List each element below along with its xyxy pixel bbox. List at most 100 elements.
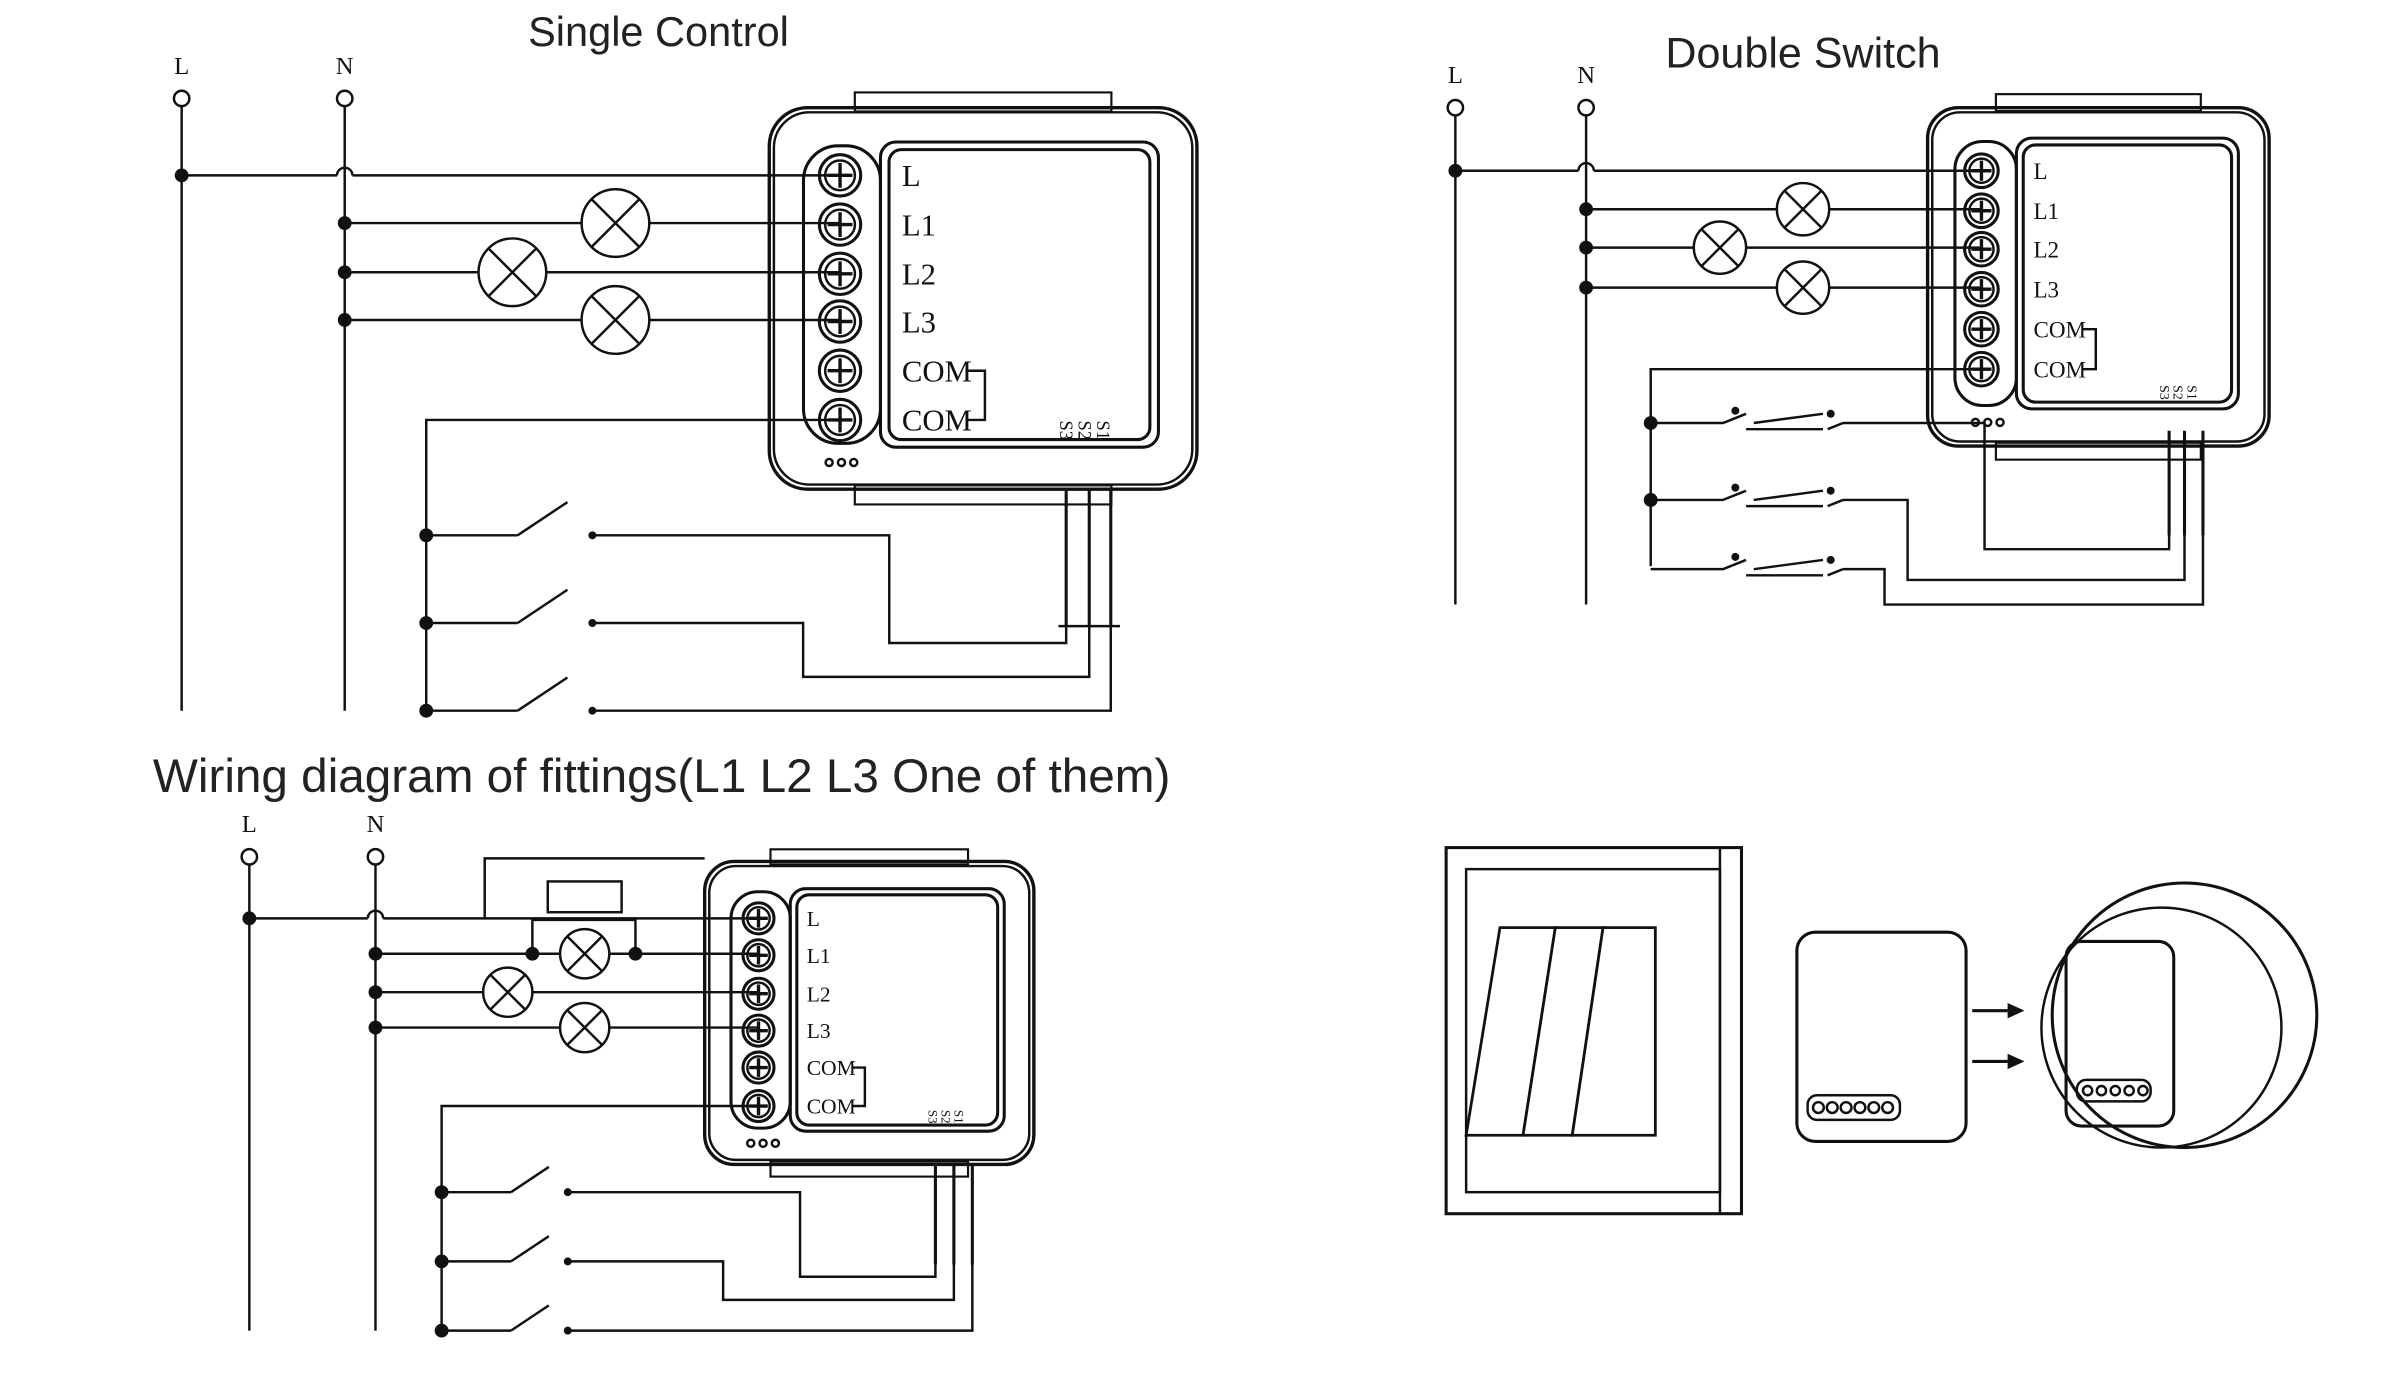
screw-terminal-icon xyxy=(1825,1100,1839,1115)
screw-terminal-icon xyxy=(2095,1084,2108,1097)
module-housing xyxy=(702,859,1036,1167)
screw-terminal-icon xyxy=(2081,1084,2094,1097)
com-bridge xyxy=(2081,327,2098,371)
terminal-label-com: COM xyxy=(807,1095,856,1119)
live-terminal xyxy=(240,847,259,866)
face-panel xyxy=(2014,136,2240,411)
screw-terminal-icon xyxy=(1968,157,1995,185)
installed-module-icon xyxy=(2064,939,2176,1128)
switch-input-label-s2: S2 xyxy=(2171,385,2186,400)
two-way-switch xyxy=(1753,412,1824,425)
switch-blade xyxy=(510,1304,550,1332)
terminal-label-l1: L1 xyxy=(807,944,831,968)
terminal-label-com: COM xyxy=(2033,316,2086,342)
terminal-label-l: L xyxy=(2033,158,2047,184)
wire xyxy=(1843,446,2186,582)
live-terminal xyxy=(1446,98,1465,117)
screw-terminal-icon xyxy=(2109,1084,2122,1097)
switch-input-label-s1: S1 xyxy=(951,1110,966,1124)
lamp-cross xyxy=(566,935,603,972)
indicator-dot xyxy=(770,1138,781,1149)
terminal-label-com: COM xyxy=(902,404,972,438)
screw-terminal-icon xyxy=(823,257,857,290)
module-housing-inner xyxy=(1930,111,2266,443)
terminal-label-l2: L2 xyxy=(2033,236,2059,262)
lamp-cross xyxy=(487,247,537,297)
arrow-head-icon xyxy=(2007,1002,2025,1019)
indicator-dot xyxy=(1995,417,2005,428)
smart-switch-module xyxy=(767,91,1199,506)
switch-input-label-s3: S3 xyxy=(2157,385,2172,400)
screw-terminal-icon xyxy=(741,1050,776,1085)
screw-terminal-icon xyxy=(1963,152,2000,190)
screw-terminal-icon xyxy=(1968,235,1995,263)
wire-crossover xyxy=(335,166,354,176)
terminal-label-l3: L3 xyxy=(807,1019,831,1043)
smart-switch-module xyxy=(702,848,1036,1178)
screw-terminal-icon xyxy=(746,1055,771,1080)
screw-terminal-icon xyxy=(2137,1084,2149,1097)
wire xyxy=(592,534,1068,645)
indicator-dot xyxy=(758,1138,768,1149)
switch-input-label-s2: S2 xyxy=(938,1110,953,1124)
live-label: L xyxy=(242,811,257,838)
terminal-label-com: COM xyxy=(807,1056,856,1080)
two-way-switch xyxy=(1827,498,1844,508)
switch-input-label-s3: S3 xyxy=(1056,421,1076,440)
screw-terminal-icon xyxy=(741,1088,776,1124)
screw-terminal-icon xyxy=(746,981,771,1007)
indicator-dot xyxy=(1970,417,1981,428)
face-panel xyxy=(878,140,1160,449)
relay-module-icon xyxy=(1795,930,1968,1143)
neutral-terminal xyxy=(335,89,354,108)
screw-terminal-icon xyxy=(823,403,857,437)
screw-terminal-icon xyxy=(1867,1100,1881,1115)
switch-contact xyxy=(1826,486,1835,495)
relay-terminal-strip xyxy=(2075,1078,2152,1103)
screw-terminal-icon xyxy=(1968,355,1995,383)
switch-input-label-s2: S2 xyxy=(1075,421,1095,440)
screw-terminal-icon xyxy=(823,305,857,338)
screw-terminal-icon xyxy=(741,1013,776,1048)
switch-contact xyxy=(1731,483,1740,492)
title-double-switch: Double Switch xyxy=(1665,30,1940,78)
lamp-cross xyxy=(566,1009,603,1046)
screw-terminal-icon xyxy=(746,1018,771,1044)
fitting-transformer xyxy=(546,880,623,914)
two-way-switch xyxy=(1650,558,1747,571)
wire xyxy=(1843,446,2205,606)
lamp-cross xyxy=(590,198,641,248)
two-way-switch xyxy=(1827,568,1844,577)
smart-switch-module xyxy=(1925,93,2271,461)
face-panel-inner xyxy=(887,148,1152,442)
neutral-label: N xyxy=(367,811,385,838)
screw-terminal-icon xyxy=(1811,1100,1826,1115)
mount-clip xyxy=(769,848,970,866)
switch-contact xyxy=(1826,409,1835,418)
indicator-dot xyxy=(824,457,834,468)
screw-terminal-icon xyxy=(817,202,863,247)
switch-contact xyxy=(1731,406,1740,415)
neutral-label: N xyxy=(1577,62,1595,89)
wire xyxy=(567,1164,974,1332)
screw-terminal-icon xyxy=(823,354,857,387)
indicator-dot xyxy=(836,457,847,468)
switch-blade xyxy=(516,501,569,537)
wire xyxy=(592,626,1113,712)
switch-blade xyxy=(510,1235,550,1263)
terminal-label-l: L xyxy=(902,159,921,193)
junction-dot xyxy=(525,946,540,961)
terminal-label-com: COM xyxy=(2033,356,2086,382)
title-single-control: Single Control xyxy=(528,8,789,55)
lamp-cross xyxy=(1783,190,1823,229)
relay-terminal-strip xyxy=(1806,1094,1902,1122)
wire xyxy=(567,1164,937,1279)
wire xyxy=(567,1164,956,1302)
lamp-cross xyxy=(590,295,641,345)
live-label: L xyxy=(1448,62,1463,89)
indicator-dot xyxy=(848,457,859,468)
screw-terminal-icon xyxy=(1963,230,2000,268)
screw-terminal-icon xyxy=(1853,1100,1867,1115)
com-bridge xyxy=(966,369,987,422)
